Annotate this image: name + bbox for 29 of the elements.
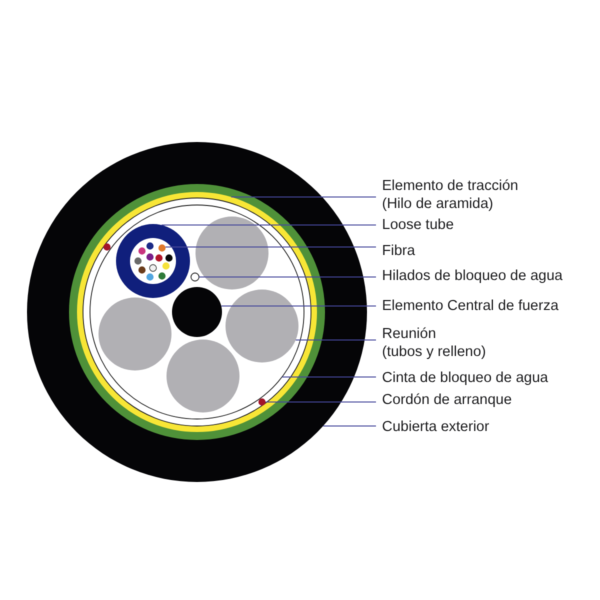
ripcord-dot <box>258 398 266 406</box>
filler-circle <box>226 290 298 362</box>
filler-circle <box>166 340 240 412</box>
part-label: Loose tube <box>382 216 454 234</box>
leader-line <box>282 376 376 378</box>
fiber-dot <box>158 244 166 252</box>
part-label-detail: (tubos y relleno) <box>382 343 486 361</box>
leader-line <box>221 305 376 307</box>
filler-circle <box>98 298 172 370</box>
central-strength-member <box>172 287 222 337</box>
leader-line <box>323 425 376 427</box>
part-label: Fibra <box>382 242 416 260</box>
filler-circle <box>196 216 268 290</box>
part-label: Reunión <box>382 325 438 343</box>
leader-line <box>231 196 376 198</box>
part-label: Cubierta exterior <box>382 418 490 436</box>
part-label-detail: (Hilo de aramida) <box>382 195 494 213</box>
part-label: Elemento de tracción <box>382 177 518 195</box>
water-blocking-yarn-circle <box>190 272 200 282</box>
part-label: Elemento Central de fuerza <box>382 297 559 315</box>
loose-tube <box>116 224 190 298</box>
part-label: Cinta de bloqueo de agua <box>382 369 548 387</box>
leader-line <box>266 401 376 403</box>
leader-line <box>165 246 376 248</box>
leader-line <box>162 224 376 226</box>
part-label: Hilados de bloqueo de agua <box>382 267 563 285</box>
outer-jacket <box>27 142 367 482</box>
part-label: Cordón de arranque <box>382 391 512 409</box>
water-blocking-tape-circle <box>90 204 304 420</box>
